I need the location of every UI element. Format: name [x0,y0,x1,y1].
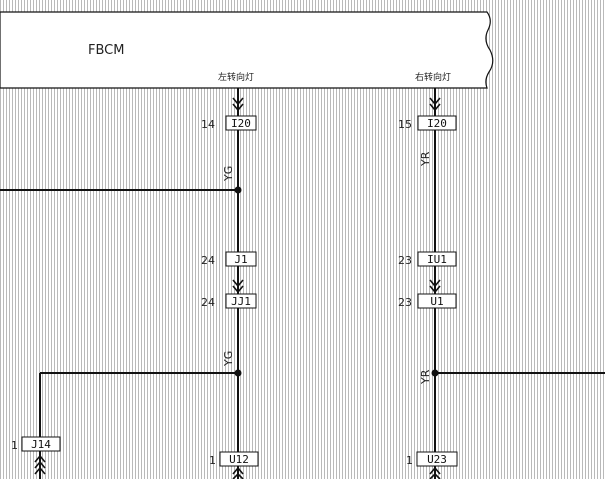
connector-box [417,293,457,309]
connector-id: I20 [427,117,447,130]
connector-pin-number: 24 [201,254,215,267]
connector-pin-number: 23 [398,296,412,309]
connector-chevron-up-icon [232,466,244,479]
wire-color-label: YG [222,351,235,367]
connector-box [225,115,257,131]
splice-dot-left-lower [234,369,242,377]
connector-chevron-down-icon [429,97,441,112]
connector-pin-number: 14 [201,118,215,131]
connector-id: IU1 [427,253,447,266]
connector-id: U23 [427,453,447,466]
connector-pin-number: 1 [406,454,413,467]
connector-box [416,451,458,467]
connector-box [225,251,257,267]
splice-dot-right-lower [431,369,439,377]
connector-pin-number: 1 [11,439,18,452]
connector-id: I20 [231,117,251,130]
connector-id: U1 [430,295,443,308]
connector-pin-number: 15 [398,118,412,131]
connector-chevron-up-icon [429,466,441,479]
connector-id: J14 [31,438,51,451]
connector-id: JJ1 [231,295,251,308]
connector-box [225,293,257,309]
connector-id: J1 [234,253,247,266]
fbcm-module-label: FBCM [88,43,124,58]
wire-color-label: YR [419,151,432,167]
wire-color-label: YG [222,166,235,182]
connector-id: U12 [229,453,249,466]
wire-color-label: YR [419,369,432,385]
right-turn-output-label: 右转向灯 [415,71,451,83]
connector-box [219,451,259,467]
connector-pin-number: 23 [398,254,412,267]
connector-pin-number: 24 [201,296,215,309]
connector-chevron-down-icon [232,97,244,112]
left-turn-output-label: 左转向灯 [218,71,254,83]
connector-box [417,251,457,267]
connector-box [417,115,457,131]
fbcm-module-box [0,11,494,89]
connector-pin-number: 1 [209,454,216,467]
connector-box [21,436,61,452]
splice-dot-left-upper [234,186,242,194]
connector-chevron-up-icon [34,454,46,475]
connector-chevron-down-icon [429,279,441,294]
connector-chevron-down-icon [232,279,244,294]
